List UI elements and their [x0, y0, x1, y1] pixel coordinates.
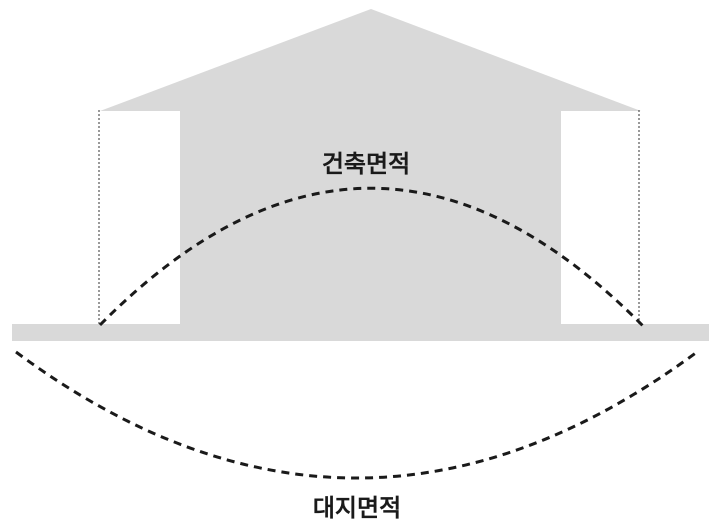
building-area-label: 건축면적 — [322, 150, 410, 178]
building-area-arc — [98, 186, 647, 330]
house-roof — [100, 9, 641, 111]
house-body — [180, 110, 561, 326]
site-area-label: 대지면적 — [313, 494, 401, 522]
site-area-arc — [15, 350, 698, 480]
ground-bar — [12, 324, 709, 341]
